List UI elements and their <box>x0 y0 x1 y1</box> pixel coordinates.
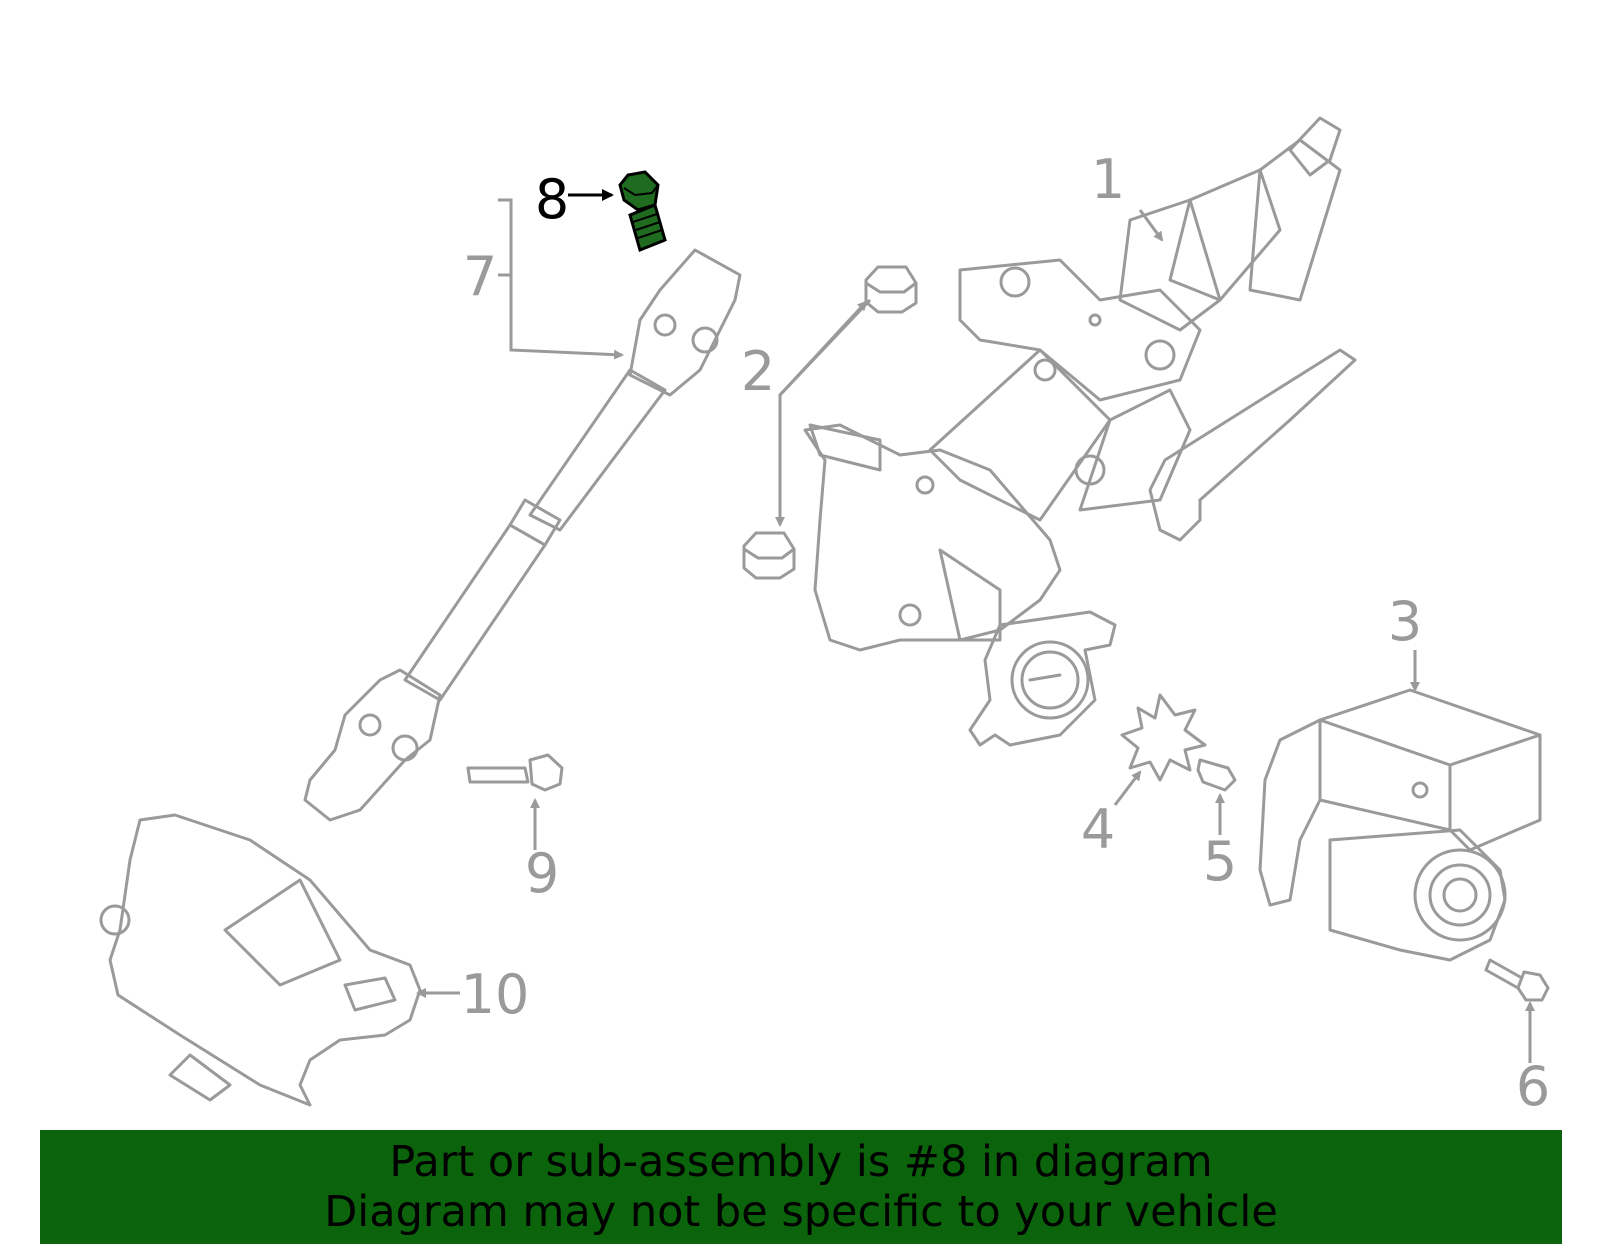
cap-part-upper <box>864 265 918 314</box>
coupler-part <box>1120 693 1207 782</box>
callout-8-highlighted: 8 <box>535 168 569 231</box>
intermediate-shaft-part <box>303 248 742 822</box>
bolt-part-9 <box>466 753 564 792</box>
steering-column-part <box>803 116 1357 747</box>
callout-10: 10 <box>461 963 530 1026</box>
callout-7: 7 <box>463 245 497 308</box>
motor-module-part <box>1258 688 1542 962</box>
cap-part-lower <box>742 531 796 580</box>
callout-2: 2 <box>741 340 775 403</box>
callout-5: 5 <box>1203 830 1237 893</box>
bolt-part-6 <box>1484 958 1550 1002</box>
callout-3: 3 <box>1388 590 1422 653</box>
callout-9: 9 <box>525 842 559 905</box>
banner-disclaimer: Diagram may not be specific to your vehi… <box>324 1187 1278 1237</box>
bushing-part <box>1196 758 1237 792</box>
highlighted-bolt-part <box>618 170 667 253</box>
leader-lines <box>416 189 1535 1063</box>
info-banner: Part or sub-assembly is #8 in diagram Di… <box>40 1130 1562 1244</box>
callout-6: 6 <box>1516 1055 1550 1118</box>
cover-part <box>99 813 422 1107</box>
callout-4: 4 <box>1081 798 1115 861</box>
banner-part-notice: Part or sub-assembly is #8 in diagram <box>389 1137 1213 1187</box>
callout-1: 1 <box>1091 148 1125 211</box>
